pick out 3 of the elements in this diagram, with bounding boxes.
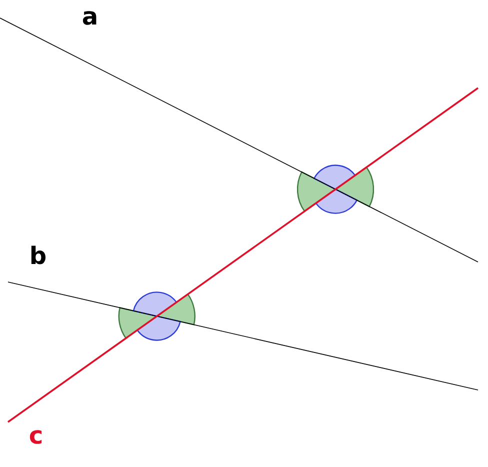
line-label: b <box>31 246 46 264</box>
line-label: c <box>30 430 42 444</box>
line-label: a <box>82 11 96 25</box>
